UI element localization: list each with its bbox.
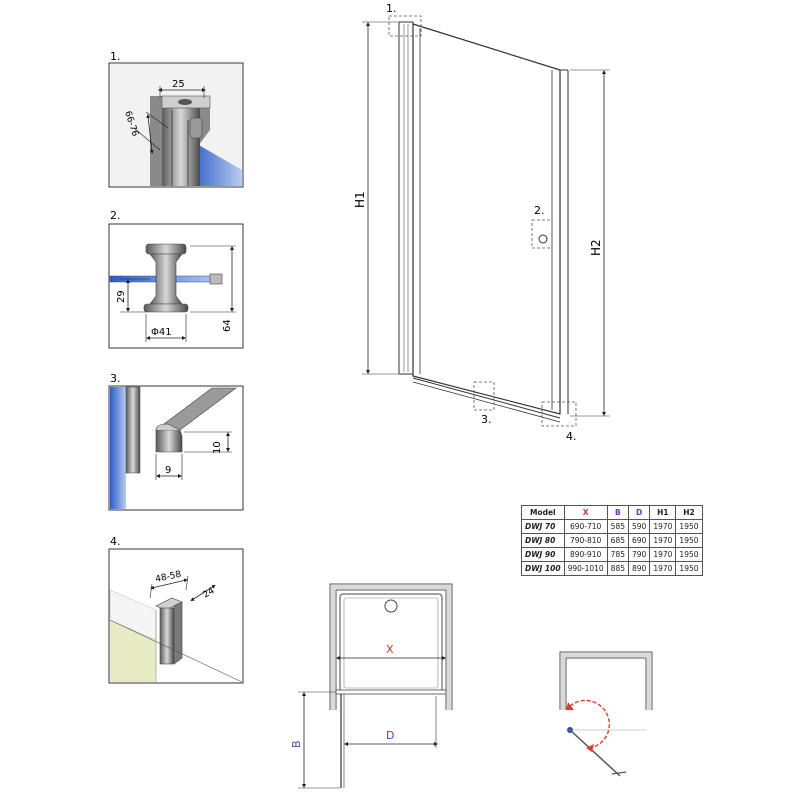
- detail-2-diameter: Φ41: [151, 327, 172, 338]
- cell-model: DWJ 100: [521, 561, 565, 576]
- detail-3-width: 9: [165, 465, 171, 476]
- cell-h1: 1970: [649, 519, 677, 534]
- spec-header-row: Model X B D H1 H2: [521, 505, 703, 520]
- header-h2: H2: [675, 505, 703, 520]
- detail-1: 1. 25 66-76: [108, 50, 244, 188]
- callout-box-4: [541, 401, 577, 427]
- table-row: DWJ 90 890-910 785 790 1970 1950: [521, 547, 703, 562]
- swing-plan: [559, 651, 653, 777]
- spec-table: Model X B D H1 H2 DWJ 70 690-710 585 590…: [521, 505, 703, 576]
- table-row: DWJ 80 790-810 685 690 1970 1950: [521, 533, 703, 548]
- h1-label: H1: [353, 191, 367, 208]
- cell-b: 685: [606, 533, 630, 548]
- cell-model: DWJ 90: [521, 547, 565, 562]
- callout-box-1: [388, 15, 422, 37]
- detail-4-wall: [110, 620, 156, 682]
- cell-h2: 1950: [675, 533, 703, 548]
- detail-2: 2. 64 29 Φ41: [108, 209, 244, 349]
- cell-d: 690: [627, 533, 651, 548]
- detail-1-top-dim: 25: [172, 79, 185, 90]
- cell-model: DWJ 80: [521, 533, 565, 548]
- cell-h1: 1970: [649, 561, 677, 576]
- detail-2-height-small: 29: [116, 290, 127, 303]
- cell-h2: 1950: [675, 561, 703, 576]
- cell-b: 885: [606, 561, 630, 576]
- detail-1-glass: [190, 140, 242, 186]
- detail-1-callout: 1.: [110, 50, 121, 63]
- cell-h2: 1950: [675, 547, 703, 562]
- x-label: X: [386, 643, 394, 656]
- header-h1: H1: [649, 505, 677, 520]
- detail-2-callout: 2.: [110, 209, 121, 222]
- table-row: DWJ 70 690-710 585 590 1970 1950: [521, 519, 703, 534]
- cell-h1: 1970: [649, 533, 677, 548]
- cell-x: 690-710: [563, 519, 608, 534]
- detail-3-callout: 3.: [110, 372, 121, 385]
- cell-x: 990-1010: [563, 561, 608, 576]
- header-model: Model: [521, 505, 565, 520]
- drain: [384, 599, 398, 613]
- b-label: B: [290, 740, 303, 748]
- door-leaf: [412, 23, 561, 415]
- main-callout-4: 4.: [566, 430, 577, 443]
- swing-arc: [569, 699, 611, 749]
- cell-h1: 1970: [649, 547, 677, 562]
- cell-h2: 1950: [675, 519, 703, 534]
- main-callout-2: 2.: [534, 204, 545, 217]
- detail-4-callout: 4.: [110, 535, 121, 548]
- cell-d: 790: [627, 547, 651, 562]
- header-b: B: [606, 505, 630, 520]
- detail-4: 4. 48-58 24: [108, 535, 244, 684]
- cell-b: 585: [606, 519, 630, 534]
- cell-d: 590: [627, 519, 651, 534]
- door-leaf-open: [569, 729, 621, 777]
- table-row: DWJ 100 990-1010 885 890 1970 1950: [521, 561, 703, 576]
- detail-3-glass: [110, 387, 126, 509]
- plan-view: X D B: [290, 583, 453, 789]
- h2-label: H2: [589, 239, 603, 256]
- header-d: D: [627, 505, 651, 520]
- cell-x: 890-910: [563, 547, 608, 562]
- detail-3-height: 10: [212, 441, 223, 454]
- door-elevation: 1. 2. 3. 4. H1 H2: [353, 2, 610, 443]
- main-callout-3: 3.: [481, 413, 492, 426]
- header-x: X: [563, 505, 608, 520]
- cell-b: 785: [606, 547, 630, 562]
- main-callout-1: 1.: [386, 2, 397, 15]
- cell-model: DWJ 70: [521, 519, 565, 534]
- cell-x: 790-810: [563, 533, 608, 548]
- detail-2-height-large: 64: [222, 319, 233, 332]
- d-label: D: [386, 729, 394, 742]
- callout-box-2: [531, 219, 553, 249]
- detail-3: 3. 9 10: [108, 372, 244, 511]
- door-knob: [538, 234, 548, 244]
- cell-d: 890: [627, 561, 651, 576]
- callout-box-3: [473, 381, 495, 411]
